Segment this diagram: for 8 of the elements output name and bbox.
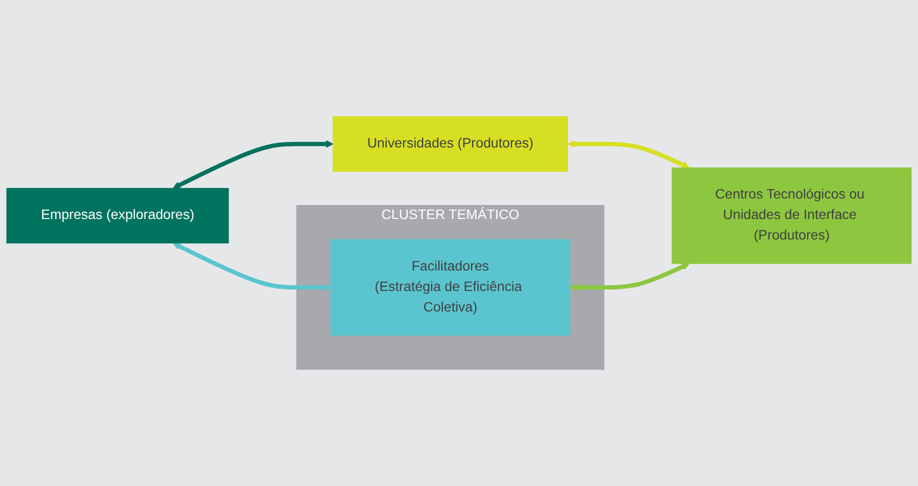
arrow [570, 262, 690, 292]
node-box: Centros Tecnológicos ou Unidades de Interface (Produtores) [672, 167, 912, 264]
node-box: Universidades (Produtores) [332, 116, 568, 172]
node-box: Facilitadores (Estratégia de Eficiência Coletiva) [330, 239, 570, 336]
arrow [172, 242, 332, 292]
arrow [568, 140, 690, 168]
node-box: Empresas (exploradores) [6, 188, 229, 244]
arrow [172, 140, 334, 189]
